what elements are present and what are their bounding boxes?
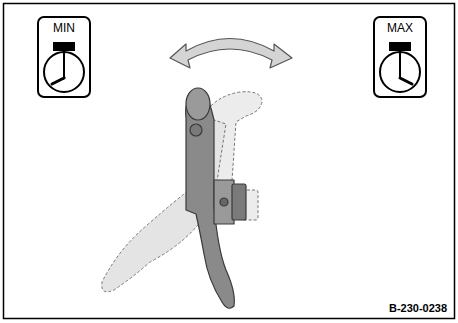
indicator-box: MAX (373, 16, 427, 98)
box-label: MAX (375, 22, 425, 35)
box-label: MIN (39, 22, 89, 35)
indicator-box: MIN (37, 16, 91, 98)
figure-number: B-230-0238 (388, 302, 448, 314)
